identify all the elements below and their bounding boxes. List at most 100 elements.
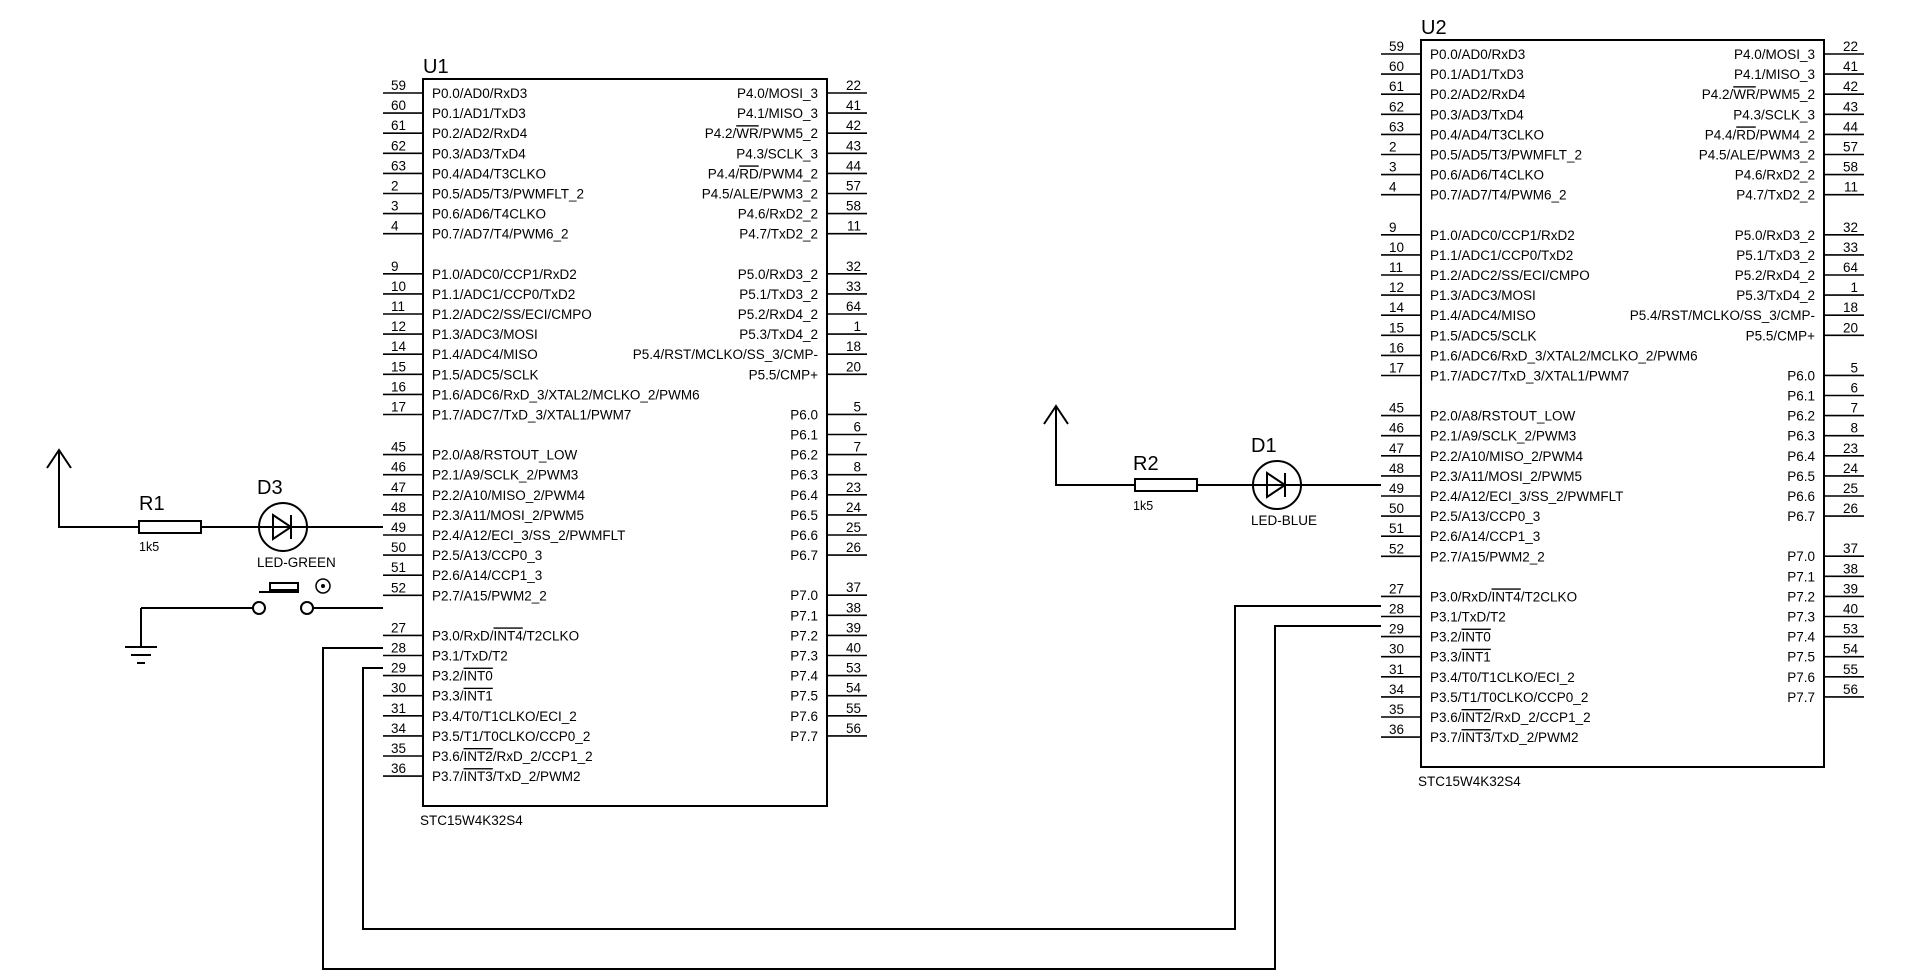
- power-arrow-symbol: [46, 448, 139, 528]
- mcu-body: [422, 78, 828, 807]
- pin-number: 27: [391, 620, 406, 635]
- pin-number: 5: [853, 399, 861, 414]
- pin-number: 53: [846, 661, 861, 676]
- pin-label: P1.3/ADC3/MOSI: [432, 327, 538, 342]
- d3-value: LED-GREEN: [257, 555, 336, 570]
- pin-number: 32: [846, 259, 861, 274]
- pin-label: P2.4/A12/ECI_3/SS_2/PWMFLT: [1430, 489, 1623, 504]
- pin-label: P3.3/INT1: [1430, 650, 1491, 665]
- pin-number: 50: [391, 540, 406, 555]
- button-cap: [269, 582, 299, 591]
- pin-number: 33: [846, 279, 861, 294]
- pin-number: 31: [1389, 662, 1404, 677]
- pin-label: P3.3/INT1: [432, 689, 493, 704]
- pin-label: P3.0/RxD/INT4/T2CLKO: [432, 628, 579, 643]
- pin-number: 35: [1389, 702, 1404, 717]
- mcu-ref: U1: [423, 56, 449, 78]
- u1-led-circuit: R1 1k5 D3 LED-GREEN: [46, 448, 383, 570]
- pin-label: P4.4/RD/PWM4_2: [708, 166, 818, 181]
- resistor-r2: [1134, 478, 1198, 492]
- pin-label: P3.6/INT2/RxD_2/CCP1_2: [1430, 710, 1591, 725]
- pin-number: 46: [1389, 421, 1404, 436]
- pin-label: P6.1: [1787, 389, 1815, 404]
- pin-number: 59: [1389, 39, 1404, 54]
- pin-label: P6.4: [790, 488, 818, 503]
- pin-label: P3.1/TxD/T2: [432, 649, 508, 664]
- pin-number: 27: [1389, 581, 1404, 596]
- pin-label: P2.5/A13/CCP0_3: [432, 548, 542, 563]
- pin-label: P5.2/RxD4_2: [1735, 268, 1815, 283]
- pin-label: P6.2: [1787, 409, 1815, 424]
- pin-number: 64: [1843, 260, 1859, 275]
- pin-number: 37: [1843, 541, 1858, 556]
- pin-label: P6.2: [790, 448, 818, 463]
- pin-label: P4.0/MOSI_3: [1734, 47, 1815, 62]
- pin-label: P6.7: [1787, 509, 1815, 524]
- pin-label: P5.3/TxD4_2: [739, 327, 818, 342]
- pin-label: P1.3/ADC3/MOSI: [1430, 288, 1536, 303]
- push-button-circuit: [125, 578, 383, 664]
- pin-number: 20: [846, 359, 861, 374]
- pin-label: P1.1/ADC1/CCP0/TxD2: [1430, 248, 1573, 263]
- pin-number: 42: [1843, 79, 1858, 94]
- pin-number: 49: [391, 520, 406, 535]
- pin-label: P7.1: [1787, 569, 1815, 584]
- pin-label: P3.4/T0/T1CLKO/ECI_2: [432, 709, 577, 724]
- mcu-ref: U2: [1421, 17, 1447, 39]
- pin-number: 40: [1843, 602, 1858, 617]
- pin-number: 60: [1389, 59, 1404, 74]
- pin-number: 58: [846, 199, 861, 214]
- pin-label: P7.7: [790, 729, 818, 744]
- pin-label: P7.7: [1787, 690, 1815, 705]
- pin-number: 11: [847, 219, 861, 234]
- pin-number: 63: [391, 158, 406, 173]
- pin-label: P0.3/AD3/TxD4: [432, 146, 526, 161]
- pin-number: 24: [1843, 461, 1859, 476]
- pin-label: P3.0/RxD/INT4/T2CLKO: [1430, 589, 1577, 604]
- mcu-body: [1420, 39, 1825, 768]
- pin-label: P7.6: [790, 709, 818, 724]
- pin-number: 30: [391, 681, 406, 696]
- pin-label: P3.6/INT2/RxD_2/CCP1_2: [432, 749, 593, 764]
- pin-number: 53: [1843, 622, 1858, 637]
- pin-number: 10: [391, 279, 406, 294]
- pin-number: 20: [1843, 320, 1858, 335]
- pin-label: P7.5: [790, 689, 818, 704]
- pin-number: 49: [1389, 481, 1404, 496]
- pin-number: 28: [391, 641, 406, 656]
- pin-label: P3.2/INT0: [1430, 630, 1491, 645]
- pin-number: 28: [1389, 602, 1404, 617]
- pin-number: 8: [853, 460, 861, 475]
- pin-label: P4.0/MOSI_3: [737, 86, 818, 101]
- pin-label: P1.6/ADC6/RxD_3/XTAL2/MCLKO_2/PWM6: [1430, 348, 1698, 363]
- pin-number: 58: [1843, 160, 1858, 175]
- pin-label: P4.2/WR/PWM5_2: [705, 126, 818, 141]
- pin-number: 18: [846, 339, 861, 354]
- pin-label: P0.6/AD6/T4CLKO: [1430, 168, 1544, 183]
- pin-number: 37: [846, 580, 861, 595]
- pin-number: 55: [846, 701, 861, 716]
- pin-number: 31: [391, 701, 406, 716]
- pin-number: 16: [391, 379, 406, 394]
- pin-label: P0.1/AD1/TxD3: [1430, 67, 1524, 82]
- pin-number: 51: [391, 560, 406, 575]
- pin-label: P5.0/RxD3_2: [1735, 228, 1815, 243]
- pin-label: P0.2/AD2/RxD4: [1430, 87, 1526, 102]
- pin-label: P4.7/TxD2_2: [739, 227, 818, 242]
- pin-label: P6.0: [1787, 368, 1815, 383]
- pin-number: 16: [1389, 340, 1404, 355]
- pin-number: 5: [1850, 360, 1858, 375]
- pin-label: P4.1/MISO_3: [1734, 67, 1815, 82]
- pin-label: P5.4/RST/MCLKO/SS_3/CMP-: [633, 347, 818, 362]
- d1-ref: D1: [1251, 435, 1277, 457]
- pin-label: P4.3/SCLK_3: [1733, 107, 1815, 122]
- pin-number: 54: [846, 681, 862, 696]
- pin-number: 3: [1389, 160, 1397, 175]
- pin-number: 38: [846, 600, 861, 615]
- microcontrollers: U1STC15W4K32S459P0.0/AD0/RxD360P0.1/AD1/…: [383, 17, 1864, 828]
- pin-number: 51: [1389, 521, 1404, 536]
- pin-label: P2.1/A9/SCLK_2/PWM3: [432, 468, 578, 483]
- pin-number: 55: [1843, 662, 1858, 677]
- pin-number: 46: [391, 460, 406, 475]
- pin-number: 32: [1843, 220, 1858, 235]
